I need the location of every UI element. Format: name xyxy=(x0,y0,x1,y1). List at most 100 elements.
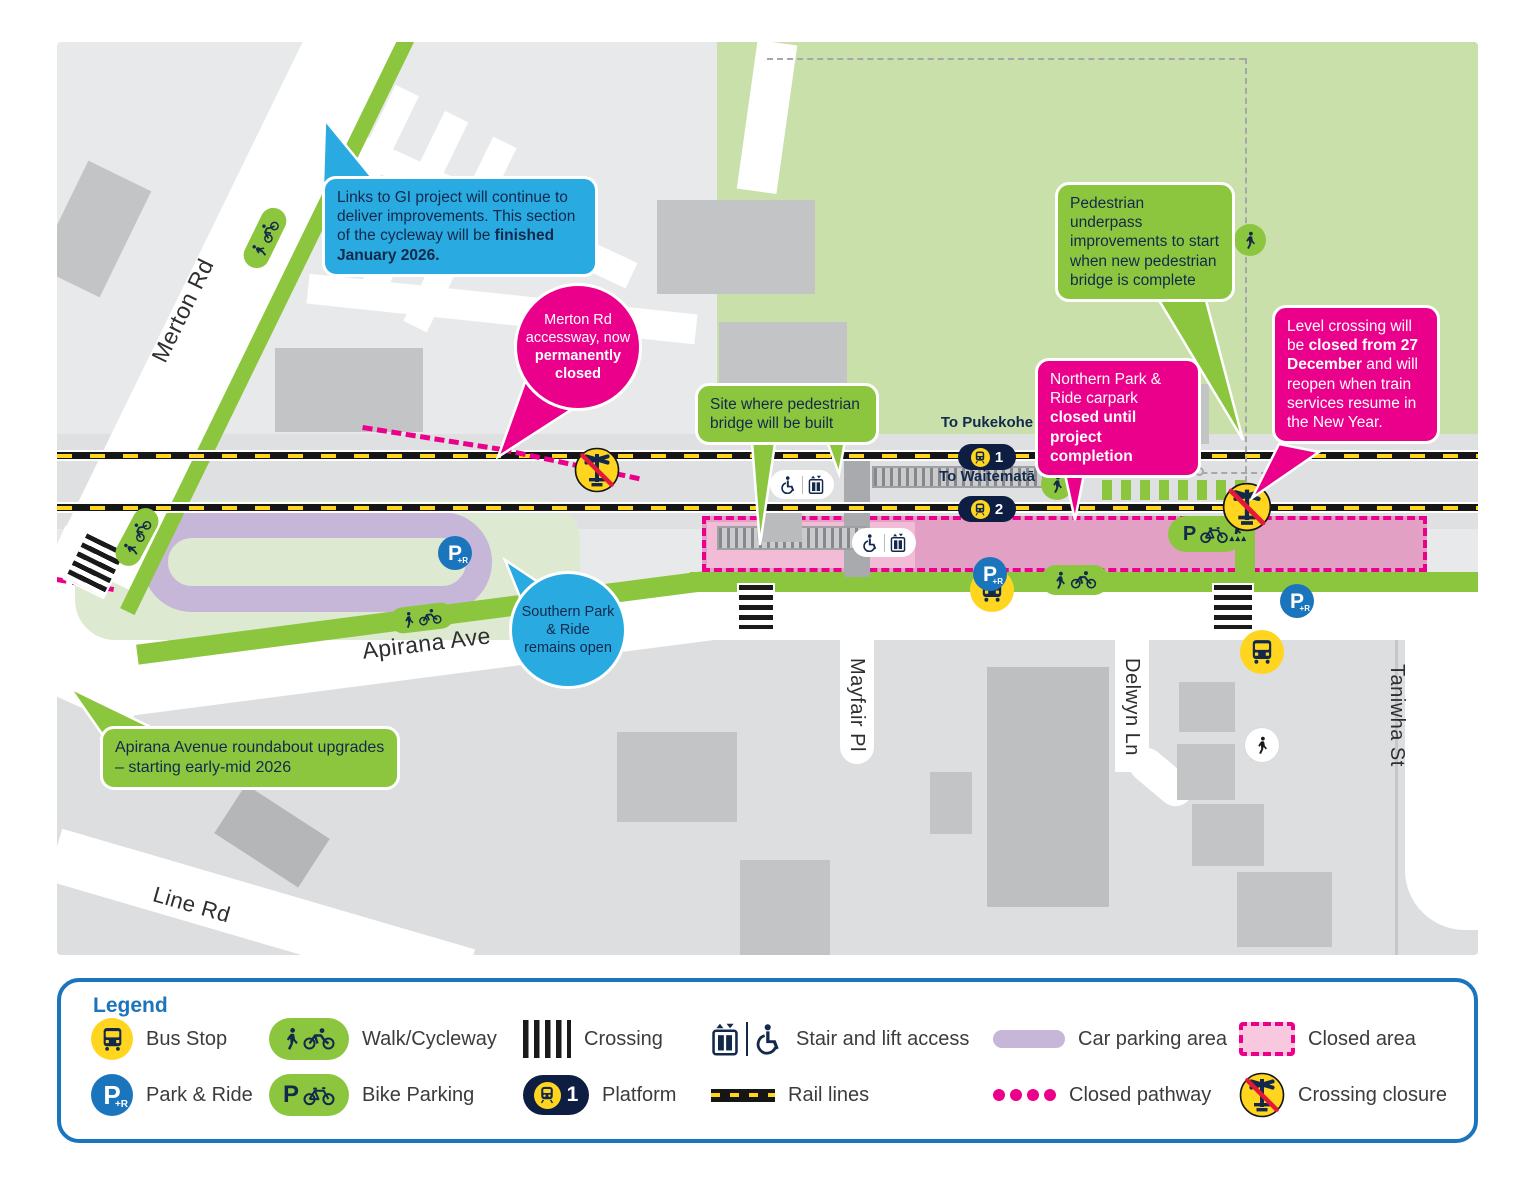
walk-cycleway-marker xyxy=(239,203,291,273)
bridge-pier xyxy=(844,452,870,577)
bike-parking-p: P xyxy=(1182,522,1197,545)
legend-closed-pathway: Closed pathway xyxy=(993,1072,1211,1118)
street-label-mayfair: Mayfair Pl xyxy=(846,658,868,752)
platform-number: 2 xyxy=(994,500,1004,518)
park-ride-marker: P+R xyxy=(1280,584,1314,618)
crossing-west xyxy=(737,583,775,631)
legend-label: Crossing xyxy=(584,1027,663,1050)
stair-lift-access-north xyxy=(770,470,834,499)
callout-text-bold: permanently closed xyxy=(534,348,622,383)
building xyxy=(1179,682,1235,732)
road-right xyxy=(1405,640,1478,930)
walk-cycleway-marker xyxy=(1041,565,1109,595)
legend-bike-parking: P Bike Parking xyxy=(269,1072,474,1118)
legend-label: Walk/Cycleway xyxy=(362,1027,497,1050)
building xyxy=(1177,744,1235,800)
callout-underpass: Pedestrian underpass improvements to sta… xyxy=(1055,182,1235,303)
legend-label: Rail lines xyxy=(788,1083,870,1106)
building xyxy=(1237,872,1332,947)
cyclist-icon xyxy=(1070,571,1097,589)
legend-car-parking: Car parking area xyxy=(993,1016,1227,1062)
car-parking-loop xyxy=(142,512,492,612)
legend-label: Closed area xyxy=(1308,1027,1416,1050)
bike-icon xyxy=(303,1085,335,1106)
bridge-stairs-north xyxy=(872,466,1077,488)
boundary-dashed xyxy=(767,58,1245,60)
building xyxy=(740,860,830,955)
apirana-road xyxy=(690,592,1478,640)
legend-title: Legend xyxy=(93,994,168,1017)
callout-text: and will reopen when train services resu… xyxy=(1287,356,1418,432)
callout-text: Links to GI project will continue to del… xyxy=(337,189,576,245)
building xyxy=(275,348,423,432)
project-map: To Pukekohe 1 To Waitematā 2 xyxy=(57,42,1478,955)
car-parking-swatch xyxy=(993,1030,1065,1048)
lift-icon xyxy=(711,1022,739,1056)
callout-text: Merton Rd accessway, now xyxy=(525,311,631,346)
cyclist-icon xyxy=(303,1028,335,1050)
walker-icon xyxy=(1244,231,1256,250)
wheelchair-icon xyxy=(862,533,879,552)
park-ride-marker: P+R xyxy=(973,557,1007,591)
bus-icon xyxy=(101,1027,124,1052)
cyclist-icon xyxy=(417,608,443,627)
legend-label: Closed pathway xyxy=(1069,1083,1212,1106)
bus-stop-marker xyxy=(1240,630,1284,674)
bridge-block xyxy=(757,512,802,542)
walker-icon xyxy=(120,541,140,559)
building xyxy=(930,772,972,834)
legend-label: Bike Parking xyxy=(362,1083,475,1106)
callout-bridge-site: Site where pedestrian bridge will be bui… xyxy=(695,383,879,446)
to-pukekohe-label: To Pukekohe xyxy=(940,414,1034,431)
callout-southern-park-ride: Southern Park & Ride remains open xyxy=(509,571,627,689)
rail-line-north xyxy=(57,450,1478,461)
legend-platform: 1 Platform xyxy=(523,1072,676,1118)
legend-label: Platform xyxy=(602,1083,677,1106)
stair-lift-access-south xyxy=(852,528,916,557)
walker-icon xyxy=(1054,571,1066,590)
walker-marker-white xyxy=(1245,728,1279,762)
lift-icon xyxy=(890,533,906,552)
legend-label: Car parking area xyxy=(1078,1027,1227,1050)
lift-icon xyxy=(808,475,824,494)
wheelchair-icon xyxy=(755,1023,783,1055)
building xyxy=(987,667,1109,907)
callout-text: Northern Park & Ride carpark xyxy=(1050,371,1162,408)
closed-pathway-swatch xyxy=(993,1089,1056,1101)
crossing-closure-icon xyxy=(1239,1072,1285,1118)
cyclist-icon xyxy=(128,516,153,545)
crossing-swatch xyxy=(523,1020,571,1058)
callout-text: Site where pedestrian bridge will be bui… xyxy=(710,396,860,433)
underpass-steps xyxy=(1102,480,1254,500)
closed-area-swatch xyxy=(1239,1022,1295,1056)
legend-label: Bus Stop xyxy=(146,1027,228,1050)
callout-apirana-roundabout: Apirana Avenue roundabout upgrades – sta… xyxy=(100,726,400,790)
callout-text-bold: closed until project completion xyxy=(1050,409,1137,465)
mayfair-road xyxy=(840,640,874,764)
legend-rail-lines: Rail lines xyxy=(711,1072,869,1118)
building xyxy=(657,200,815,294)
callout-text: Apirana Avenue roundabout upgrades – sta… xyxy=(115,739,385,776)
platform-number: 1 xyxy=(994,448,1004,466)
street-label-delwyn: Delwyn Ln xyxy=(1121,658,1143,756)
legend-crossing: Crossing xyxy=(523,1016,663,1062)
crossing-east xyxy=(1212,583,1254,631)
cyclist-icon xyxy=(256,217,281,246)
legend: Legend Bus Stop P+R Park & Ride Walk/Cyc… xyxy=(57,978,1478,1143)
callout-text-bold: closed from 27 December xyxy=(1287,337,1418,374)
walker-icon xyxy=(1256,736,1268,755)
train-icon xyxy=(539,1086,555,1104)
building xyxy=(1192,804,1264,866)
legend-label: Stair and lift access xyxy=(796,1027,970,1050)
walker-marker xyxy=(1234,224,1266,256)
callout-text: Level crossing will be xyxy=(1287,318,1412,355)
crossing-closure-icon xyxy=(1222,482,1272,532)
bus-icon xyxy=(1250,639,1274,665)
platform-2-badge: 2 xyxy=(958,496,1016,522)
park-ride-marker: P+R xyxy=(438,536,472,570)
train-icon xyxy=(970,499,990,519)
legend-walk-cycleway: Walk/Cycleway xyxy=(269,1016,497,1062)
taniwha-road xyxy=(1395,640,1398,955)
train-icon xyxy=(970,447,990,467)
street-label-taniwha: Taniwha St xyxy=(1386,664,1408,767)
